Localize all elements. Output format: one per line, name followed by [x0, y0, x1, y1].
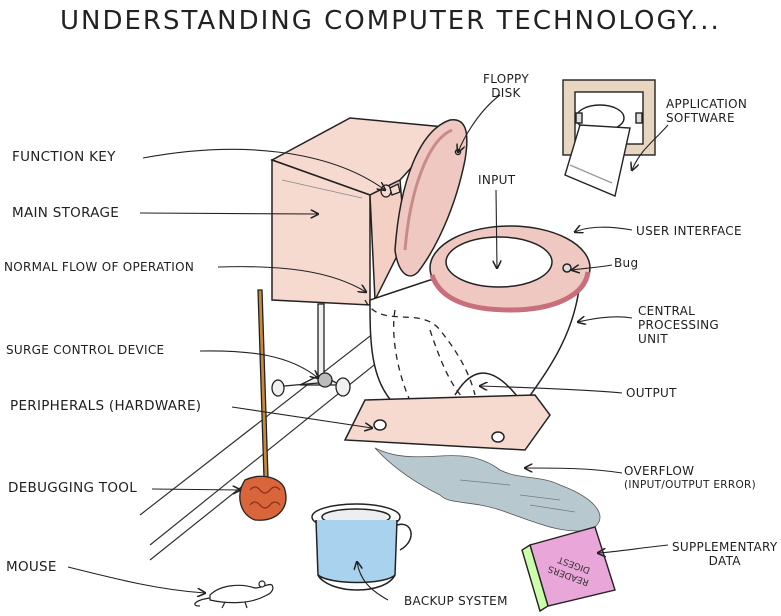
label-bug: Bug: [614, 256, 639, 270]
page-title: UNDERSTANDING COMPUTER TECHNOLOGY...: [60, 6, 721, 36]
label-overflow-line-2: (INPUT/OUTPUT ERROR): [624, 479, 757, 491]
label-backup-system: BACKUP SYSTEM: [404, 594, 508, 608]
label-supplementary-line-2: DATA: [708, 554, 741, 568]
label-floppy-disk-line-2: DISK: [491, 86, 521, 100]
label-user-interface: USER INTERFACE: [636, 224, 742, 238]
potty: [311, 503, 412, 591]
label-application-software: APPLICATION SOFTWARE: [666, 97, 747, 125]
label-supplementary-data: SUPPLEMENTARY DATA: [672, 540, 777, 568]
supply-pipe: [271, 303, 351, 397]
toilet-tank: [270, 117, 457, 306]
label-cpu-line-1: CENTRAL: [638, 304, 696, 318]
seat-ring: [429, 225, 591, 313]
label-overflow-line-1: OVERFLOW: [624, 464, 695, 478]
label-application-software-line-2: SOFTWARE: [666, 111, 735, 125]
paper-holder: [562, 79, 656, 197]
label-function-key: FUNCTION KEY: [12, 149, 116, 165]
book: [521, 526, 616, 613]
overflow-puddle: [374, 447, 601, 532]
label-mouse: MOUSE: [6, 559, 57, 575]
label-output: OUTPUT: [626, 386, 677, 400]
mouse-critter: [194, 580, 274, 609]
label-peripherals: PERIPHERALS (HARDWARE): [10, 398, 202, 414]
label-cpu-line-3: UNIT: [638, 332, 668, 346]
label-application-software-line-1: APPLICATION: [666, 97, 748, 111]
leader-lines: [67, 94, 669, 601]
label-normal-flow: NORMAL FLOW OF OPERATION: [4, 260, 195, 274]
label-cpu: CENTRAL PROCESSING UNIT: [638, 304, 719, 346]
normal-flow-path: [364, 299, 476, 406]
label-overflow: OVERFLOW (INPUT/OUTPUT ERROR): [624, 464, 756, 492]
label-floppy-disk-line-1: FLOPPY: [483, 72, 529, 86]
label-floppy-disk: FLOPPY DISK: [483, 72, 529, 100]
label-surge-control: SURGE CONTROL DEVICE: [6, 343, 165, 357]
seat-lid: [394, 119, 468, 277]
label-cpu-line-2: PROCESSING: [638, 318, 720, 332]
label-supplementary-line-1: SUPPLEMENTARY: [672, 540, 778, 554]
label-input: INPUT: [478, 173, 516, 187]
toilet-base: [343, 394, 551, 451]
plunger: [239, 289, 287, 521]
label-main-storage: MAIN STORAGE: [12, 205, 120, 221]
label-debugging-tool: DEBUGGING TOOL: [8, 480, 138, 496]
